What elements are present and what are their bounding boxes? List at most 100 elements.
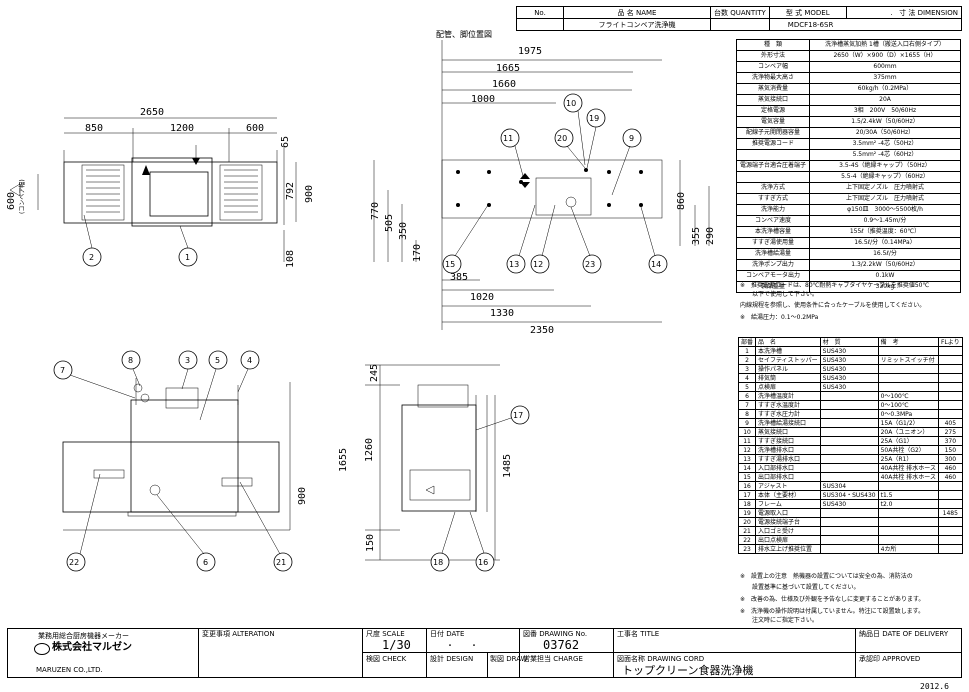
part-material (819, 418, 879, 428)
svg-text:290: 290 (705, 227, 716, 245)
svg-text:600: 600 (246, 123, 264, 134)
svg-text:355: 355 (691, 227, 702, 245)
svg-text:1665: 1665 (496, 63, 520, 74)
spec-key: 定格電源 (736, 105, 810, 117)
spec-row: すすぎ方式上下固定ノズル 圧力噴射式 (736, 193, 961, 205)
part-material: SUS430 (819, 499, 879, 509)
spec-value: 3相 200V 50/60Hz (809, 105, 961, 117)
spec-value: 3.5-4S（絶縁キャップ）（50Hz） (809, 160, 961, 172)
part-name: アジャスト (755, 481, 821, 491)
front-balloons: 7 8 3 5 4 22 6 21 (53, 350, 293, 572)
drawing-no-label: 図番 DRAWING No. (523, 630, 588, 638)
side-balloons: 17 18 16 (430, 405, 530, 572)
front-elevation (62, 378, 291, 531)
part-remarks (877, 481, 939, 491)
part-fl (937, 490, 963, 500)
part-no: 20 (737, 517, 757, 527)
svg-text:(コンベア幅): (コンベア幅) (18, 179, 26, 214)
part-no: 5 (737, 382, 757, 392)
scale-value: 1/30 (382, 638, 411, 652)
svg-text:150: 150 (365, 534, 376, 552)
part-name: 入口ゴミ受け (755, 526, 821, 536)
part-name: すすぎ水温度計 (755, 400, 821, 410)
part-name: フレーム (755, 499, 821, 509)
part-no: 2 (737, 355, 757, 365)
svg-text:1330: 1330 (490, 308, 514, 319)
part-remarks (877, 382, 939, 392)
part-material (819, 544, 879, 554)
part-fl (937, 373, 963, 383)
svg-text:配管、脚位置図: 配管、脚位置図 (436, 29, 492, 39)
model-label: 型 式 MODEL (768, 6, 847, 19)
company-logo-icon (34, 643, 50, 655)
part-name: 蒸気接続口 (755, 427, 821, 437)
spec-value: 上下固定ノズル 圧力噴射式 (809, 193, 961, 205)
part-remarks (877, 517, 939, 527)
part-no: 7 (737, 400, 757, 410)
part-name: すすぎ湯排水口 (755, 454, 821, 464)
maker-label: 業務用総合厨房機器メーカー (38, 632, 129, 640)
svg-text:108: 108 (285, 250, 296, 268)
title-label: 工事名 TITLE (617, 630, 660, 638)
spec-key: 本洗浄槽容量 (736, 226, 810, 238)
spec-row: 洗浄方式上下固定ノズル 圧力噴射式 (736, 182, 961, 194)
draw-label: 製図 DRAW (490, 655, 528, 663)
part-remarks: 0～100℃ (877, 400, 939, 410)
part-material (819, 517, 879, 527)
svg-text:900: 900 (304, 185, 315, 203)
delivery-label: 納品日 DATE OF DELIVERY (859, 630, 949, 638)
parts-note-3: ※ 改善の為、仕様及び外観を予告なしに変更することがあります。 (740, 596, 925, 603)
part-fl: 300 (937, 454, 963, 464)
svg-text:770: 770 (370, 202, 381, 220)
part-fl (937, 517, 963, 527)
part-name: 点検扉 (755, 382, 821, 392)
spec-value: 600mm (809, 61, 961, 73)
svg-text:1000: 1000 (471, 94, 495, 105)
date-label: 日付 DATE (430, 630, 465, 638)
parts-note-2: 設置基準に基づいて設置してください。 (752, 584, 860, 591)
spec-key: 洗浄ポンプ出力 (736, 259, 810, 271)
part-fl (937, 400, 963, 410)
part-material (819, 445, 879, 455)
part-remarks (877, 373, 939, 383)
svg-text:5: 5 (215, 356, 220, 365)
part-remarks: 25A（R1） (877, 454, 939, 464)
spec-value: 洗浄槽蒸気加熱 1槽（搬送入口右側タイプ） (809, 39, 961, 51)
part-remarks: t2.0 (877, 499, 939, 509)
date-value: ・ ・ (446, 641, 478, 650)
part-material (819, 454, 879, 464)
part-name: 出口点検扉 (755, 535, 821, 545)
svg-text:900: 900 (297, 487, 308, 505)
svg-text:3: 3 (185, 356, 190, 365)
part-material: SUS304・SUS430 (819, 490, 879, 500)
part-no: 14 (737, 463, 757, 473)
part-no: 23 (737, 544, 757, 554)
drawing-cord-value: トップクリーン食器洗浄機 (622, 664, 754, 677)
svg-text:9: 9 (629, 134, 634, 143)
part-no: 4 (737, 373, 757, 383)
svg-text:4: 4 (247, 356, 252, 365)
part-remarks: 0～100℃ (877, 391, 939, 401)
part-material (819, 508, 879, 518)
spec-key: 種 類 (736, 39, 810, 51)
part-fl (937, 526, 963, 536)
part-name: すすぎ接続口 (755, 436, 821, 446)
alteration-label: 変更事項 ALTERATION (202, 630, 275, 638)
part-material: SUS430 (819, 346, 879, 356)
part-no: 21 (737, 526, 757, 536)
parts-header-material: 材 質 (819, 337, 879, 347)
